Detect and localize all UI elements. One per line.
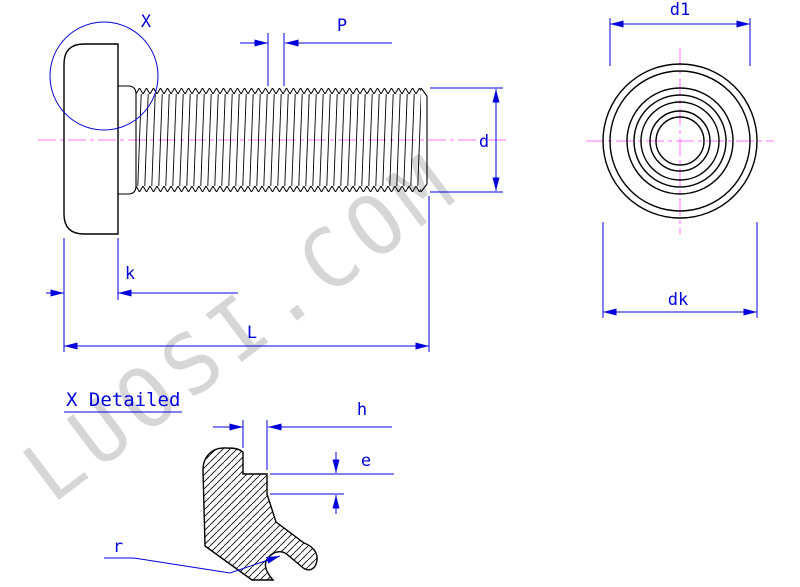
detail-height-dimension: h xyxy=(213,400,392,470)
dim-label-inner-diameter: d1 xyxy=(670,0,690,20)
head-diameter-dimension: dk xyxy=(602,222,758,318)
head-concentric-circles xyxy=(602,63,758,219)
thread-crest-bottom xyxy=(136,186,421,192)
end-view: d1 dk xyxy=(586,0,774,318)
detail-marker-label: X xyxy=(141,12,152,32)
dim-label-total-length: L xyxy=(247,323,257,343)
side-view: X P d k L xyxy=(38,12,506,352)
detail-step-dimension: e xyxy=(270,451,394,514)
dim-label-detail-radius: r xyxy=(113,537,123,557)
thread-end-chamfer xyxy=(420,87,428,193)
thread-crest-top xyxy=(136,88,421,94)
screw-head-outline xyxy=(63,43,119,235)
thread-diameter-dimension: d xyxy=(430,87,503,193)
dim-label-detail-step: e xyxy=(361,451,371,471)
head-rim-section xyxy=(202,447,318,581)
dim-label-pitch: P xyxy=(337,16,347,36)
dim-label-head-height: k xyxy=(125,264,135,284)
thread-body xyxy=(136,94,421,186)
total-length-dimension: L xyxy=(64,196,430,352)
detail-radius-leader: r xyxy=(104,537,281,574)
head-height-dimension: k xyxy=(46,238,238,352)
dim-label-head-diameter: dk xyxy=(668,290,688,310)
dim-label-diameter: d xyxy=(479,132,489,152)
dim-label-detail-height: h xyxy=(357,400,367,420)
pitch-dimension: P xyxy=(240,16,392,86)
detail-view: X Detailed h e r xyxy=(64,389,394,581)
detail-circle-x xyxy=(49,21,159,131)
detail-title: X Detailed xyxy=(66,389,180,411)
inner-diameter-dimension: d1 xyxy=(609,0,751,66)
